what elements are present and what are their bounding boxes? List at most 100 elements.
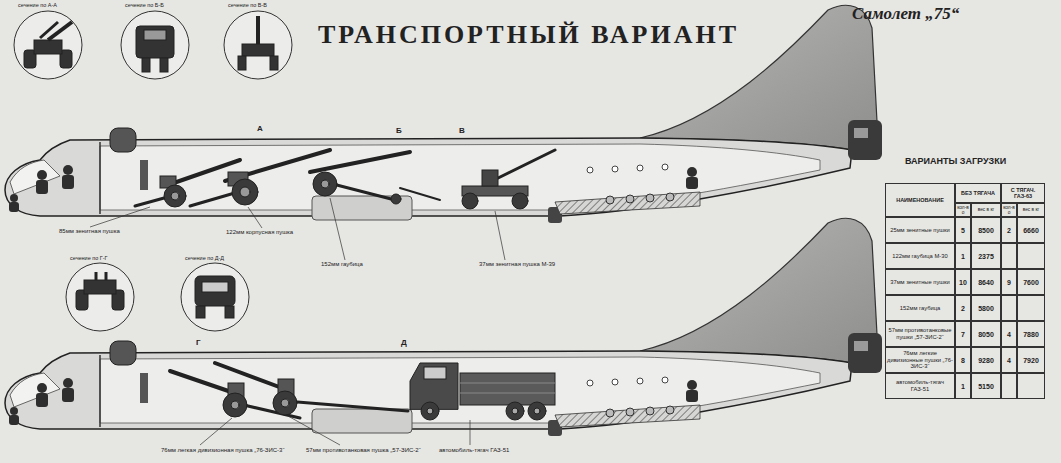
drawing-part: [40, 22, 58, 38]
drawing-part: [310, 152, 410, 172]
table-cell: [1001, 373, 1017, 399]
drawing-part: [427, 408, 433, 414]
table-text: 4: [1007, 331, 1011, 338]
drawing-part: [512, 408, 518, 414]
leader-lines: [90, 198, 505, 445]
table-cell: 7: [955, 321, 971, 347]
drawing-part: [460, 393, 555, 394]
table-text: 7880: [1023, 331, 1039, 338]
table-text: 5800: [978, 305, 994, 312]
section-marker: Б: [395, 126, 403, 135]
drawing-part: [196, 306, 205, 318]
table-text: автомобиль-тягач ГАЗ-51: [887, 379, 953, 392]
table-cell: [1017, 295, 1045, 321]
drawing-part: [470, 420, 471, 445]
callout-label: автомобиль-тягач ГАЗ-51: [438, 447, 510, 453]
drawing-part: [270, 56, 278, 70]
table-cell: [1017, 373, 1045, 399]
table-cell: кол-во: [1001, 203, 1017, 217]
callout-label: 85мм зенитная пушка: [58, 228, 121, 234]
table-cell: 76мм легкие дивизионные пушки „76-ЗИС-3“: [885, 347, 955, 373]
drawing-part: [34, 40, 62, 54]
cargo-bottom: [170, 363, 555, 420]
drawing-part: [225, 306, 234, 318]
drawing-part: [202, 282, 228, 292]
table-cell: вес в кг: [1017, 203, 1045, 217]
drawing-part: [482, 170, 498, 186]
table-cell: 5: [955, 217, 971, 243]
table-text: 2: [1007, 227, 1011, 234]
table-cell: 152мм гаубица: [885, 295, 955, 321]
drawing-part: [460, 383, 555, 384]
drawing-part: [495, 211, 505, 260]
table-title: ВАРИАНТЫ ЗАГРУЗКИ: [905, 156, 1006, 166]
cargo-guns-top: [135, 150, 555, 209]
table-cell: 2: [955, 295, 971, 321]
drawing-part: [195, 276, 235, 306]
drawing-part: [121, 11, 189, 79]
table-text: 8050: [978, 331, 994, 338]
table-text: 7600: [1023, 279, 1039, 286]
drawing-part: [231, 401, 239, 409]
section-marker: А: [256, 124, 264, 133]
drawing-part: [90, 207, 150, 227]
drawing-part: [400, 188, 440, 200]
drawing-part: [238, 56, 246, 70]
section-label: сечение по Д-Д: [185, 255, 224, 261]
table-cell: кол-во: [955, 203, 971, 217]
table-text: 1: [961, 383, 965, 390]
table-cell: 5150: [971, 373, 1001, 399]
drawing-part: [321, 180, 329, 188]
table-cell: 8: [955, 347, 971, 373]
table-cell: 5800: [971, 295, 1001, 321]
drawing-part: [181, 263, 249, 331]
table-cell: 9280: [971, 347, 1001, 373]
drawing-part: [66, 263, 134, 331]
drawing-part: [171, 192, 179, 200]
drawing-part: [273, 391, 297, 415]
table-text: 7: [961, 331, 965, 338]
table-text: 37мм зенитные пушки: [890, 279, 950, 286]
table-text: 25мм зенитные пушки: [890, 227, 950, 234]
table-cell: 1: [955, 373, 971, 399]
table-cell: 2: [1001, 217, 1017, 243]
table-cell: вес в кг: [971, 203, 1001, 217]
drawing-part: [421, 402, 439, 420]
table-text: 6660: [1023, 227, 1039, 234]
table-cell: 8500: [971, 217, 1001, 243]
table-text: 122мм гаубица М-30: [892, 253, 947, 260]
table-cell: 7600: [1017, 269, 1045, 295]
drawing-part: [164, 185, 186, 207]
table-cell: 9: [1001, 269, 1017, 295]
drawing-part: [223, 393, 247, 417]
table-text: 9: [1007, 279, 1011, 286]
drawing-part: [288, 416, 340, 445]
drawing-part: [14, 11, 82, 79]
drawing-part: [232, 179, 258, 205]
drawing-part: [240, 187, 250, 197]
table-text: 4: [1007, 357, 1011, 364]
table-text: 2: [961, 305, 965, 312]
aircraft-bottom: [5, 218, 882, 436]
section-marker: Г: [195, 338, 202, 347]
section-label: сечение по Б-Б: [125, 2, 164, 8]
table-cell: [1001, 243, 1017, 269]
table-text: 5150: [978, 383, 994, 390]
table-text: 57мм противотанковые пушки „57-ЗИС-2“: [887, 327, 953, 340]
drawing-part: [528, 402, 546, 420]
section-label: сечение по А-А: [18, 2, 57, 8]
table-text: 2375: [978, 253, 994, 260]
table-text: кол-во: [957, 205, 969, 215]
table-cell: 8640: [971, 269, 1001, 295]
drawing-part: [424, 367, 446, 379]
table-text: 76мм легкие дивизионные пушки „76-ЗИС-3“: [887, 350, 953, 370]
table-text: С ТЯГАЧ. ГАЗ-63: [1003, 187, 1043, 199]
table-cell: [1017, 243, 1045, 269]
drawing-part: [142, 58, 150, 72]
drawing-part: [313, 172, 337, 196]
table-cell: автомобиль-тягач ГАЗ-51: [885, 373, 955, 399]
table-text: кол-во: [1003, 205, 1015, 215]
table-cell: 7920: [1017, 347, 1045, 373]
callout-label: 152мм гаубица: [320, 261, 364, 267]
